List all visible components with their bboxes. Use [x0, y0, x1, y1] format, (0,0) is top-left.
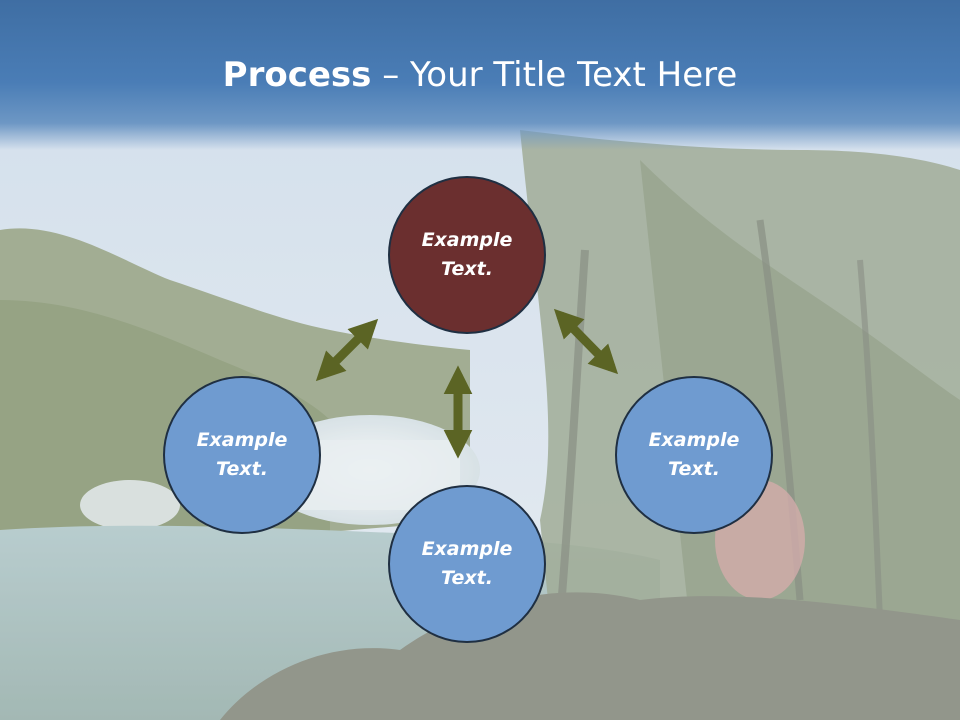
node-top-label: Example Text. [421, 229, 513, 280]
node-bottom: Example Text. [388, 485, 546, 643]
node-left: Example Text. [163, 376, 321, 534]
node-top: Example Text. [388, 176, 546, 334]
title-bar [0, 0, 960, 150]
title-dash: – [371, 55, 411, 95]
node-right: Example Text. [615, 376, 773, 534]
node-right-label: Example Text. [648, 429, 740, 480]
title-rest: Your Title Text Here [410, 55, 738, 95]
title-bold-part: Process [222, 55, 372, 95]
node-left-label: Example Text. [196, 429, 288, 480]
slide-title: Process – Your Title Text Here [0, 52, 960, 98]
node-bottom-label: Example Text. [421, 538, 513, 589]
